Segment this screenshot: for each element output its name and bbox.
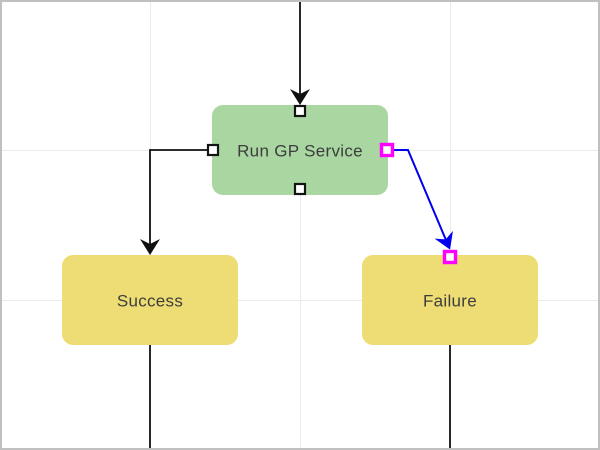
node-run-gp-service[interactable] [212,105,388,195]
node-label-success: Success [117,292,183,311]
arrowhead-incoming [290,89,310,105]
arrowhead-success-branch [140,239,160,255]
port-run-gp-bottom[interactable] [293,182,307,196]
port-failure-top-selected[interactable] [442,249,458,265]
port-run-gp-left[interactable] [206,143,220,157]
arrowhead-failure-branch [434,230,453,250]
connector-failure-branch[interactable] [394,149,447,240]
node-label-run-gp-service: Run GP Service [237,142,363,161]
node-failure[interactable] [362,255,538,345]
port-run-gp-top[interactable] [293,104,307,118]
connector-success-branch[interactable] [149,149,207,244]
port-run-gp-right-selected[interactable] [379,142,395,158]
node-label-failure: Failure [423,292,477,311]
node-success[interactable] [62,255,238,345]
